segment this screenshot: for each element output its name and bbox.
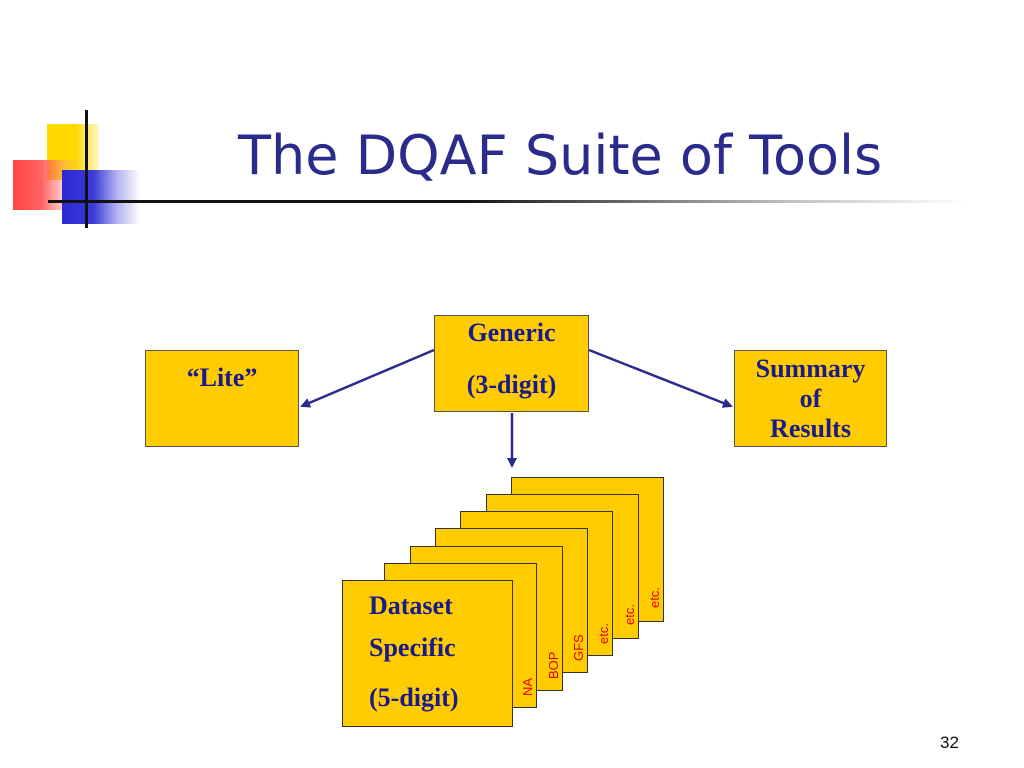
dataset-specific-line-3: (5-digit) [369,683,459,712]
stack-label-2: BOP [546,651,561,679]
stack-label-1: NA [520,677,535,696]
dataset-specific-box: Dataset Specific (5-digit) [342,580,513,727]
generic-box: Generic (3-digit) [434,315,589,412]
page-number: 32 [940,733,959,752]
slide-title: The DQAF Suite of Tools [238,124,883,187]
dataset-specific-line-1: Dataset [369,591,453,620]
title-underline [48,200,968,203]
generic-digits: (3-digit) [466,370,557,399]
arrow-to-lite [300,348,435,408]
corner-vertical-line [85,110,88,228]
stack-label-4: etc. [596,623,611,644]
corner-blue-square [62,170,140,224]
arrow-to-summary [588,348,733,408]
generic-label: Generic [467,318,556,347]
summary-line-3: Results [770,414,851,443]
lite-label: “Lite” [186,363,258,392]
lite-box: “Lite” [145,350,299,447]
summary-box: Summary of Results [734,350,887,447]
dataset-specific-line-2: Specific [369,633,456,662]
stack-label-6: etc. [647,587,662,608]
stack-label-3: GFS [571,634,586,661]
summary-line-2: of [799,384,822,413]
stack-label-5: etc. [622,604,637,625]
summary-line-1: Summary [755,354,866,383]
